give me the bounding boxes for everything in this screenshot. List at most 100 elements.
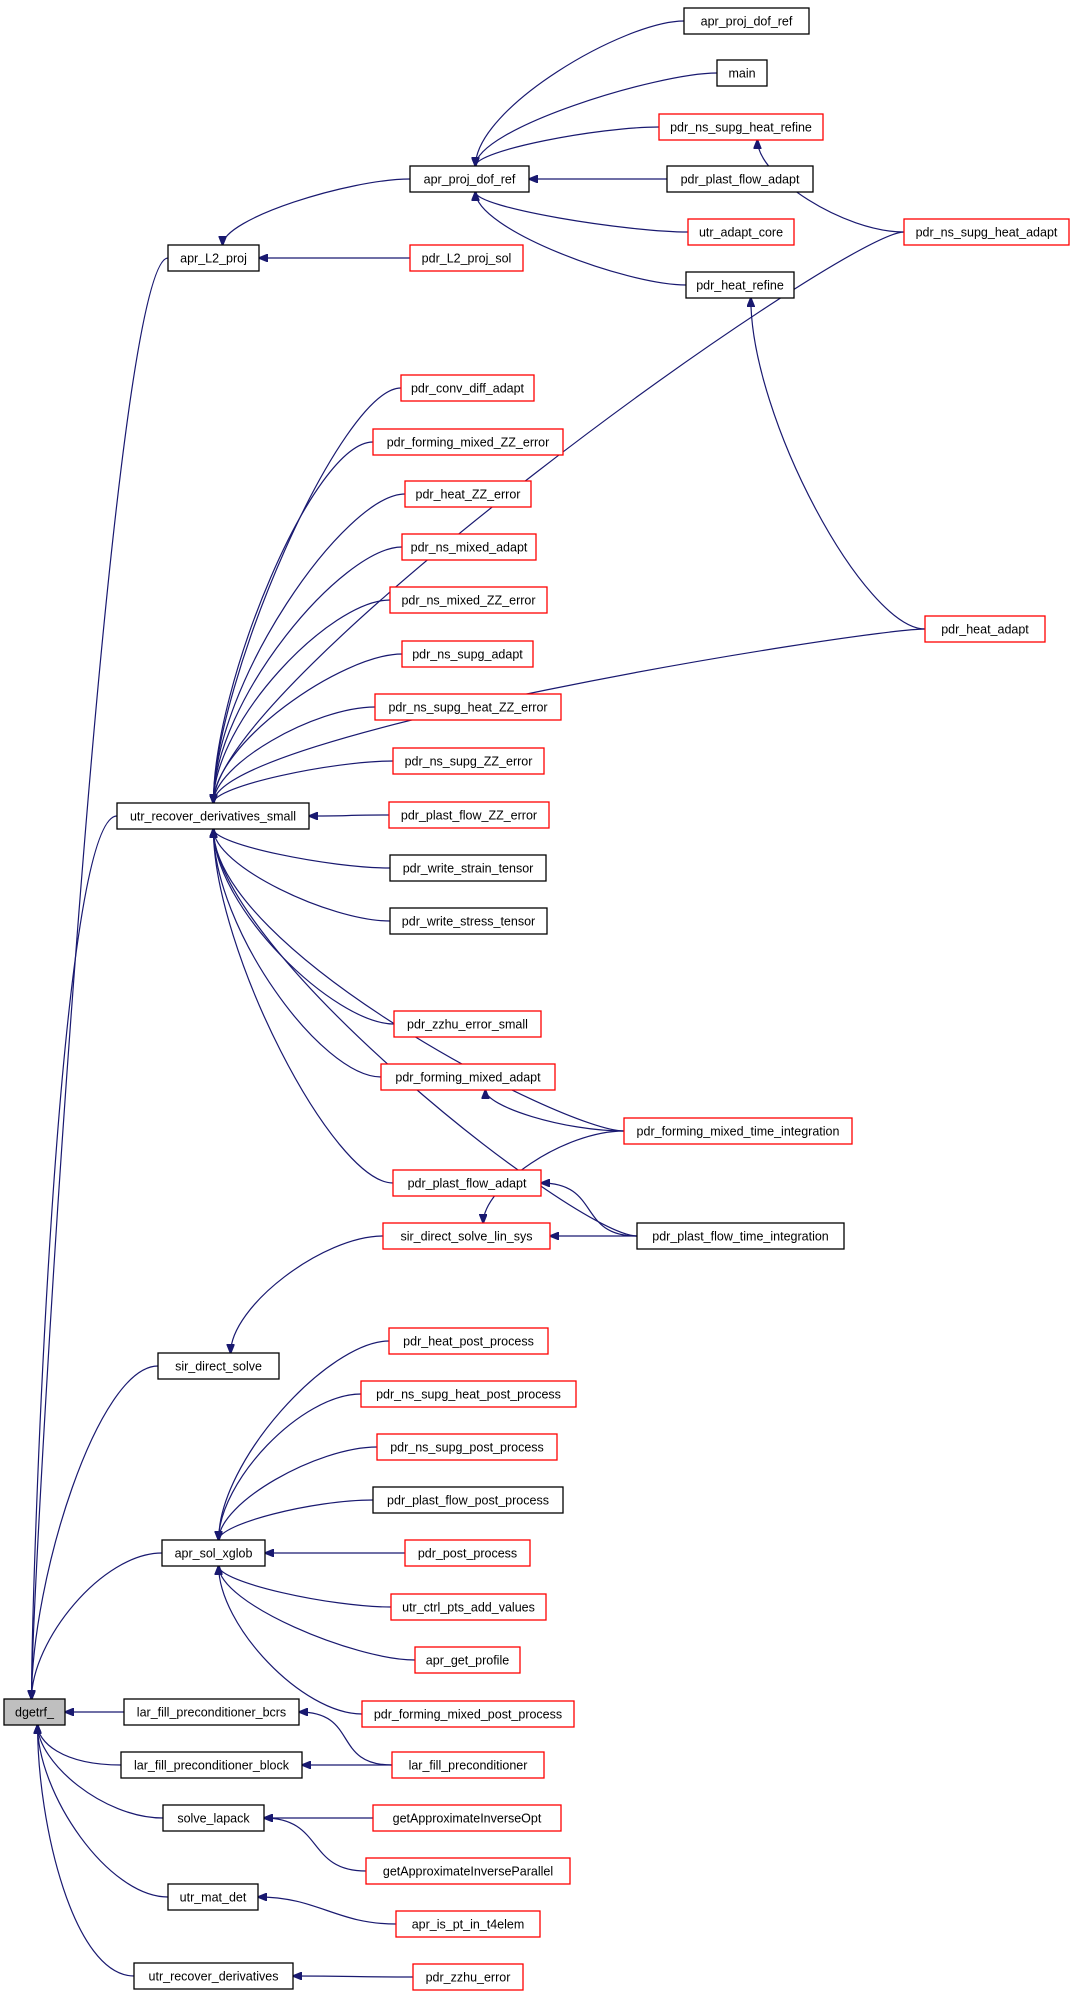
node-getapproximateinverseparallel[interactable]: getApproximateInverseParallel <box>365 1857 571 1885</box>
node-box[interactable] <box>361 1700 575 1728</box>
node-solve-lapack[interactable]: solve_lapack <box>162 1804 265 1832</box>
node-main[interactable]: main <box>716 59 768 87</box>
node-box[interactable] <box>389 854 547 882</box>
node-box[interactable] <box>123 1698 300 1726</box>
node-pdr-heat-post-process[interactable]: pdr_heat_post_process <box>388 1327 549 1355</box>
node-box[interactable] <box>716 59 768 87</box>
node-box[interactable] <box>685 271 795 299</box>
node-pdr-forming-mixed-time-integration[interactable]: pdr_forming_mixed_time_integration <box>623 1117 853 1145</box>
node-box[interactable] <box>389 907 548 935</box>
node-pdr-ns-mixed-adapt[interactable]: pdr_ns_mixed_adapt <box>401 533 537 561</box>
node-box[interactable] <box>360 1380 577 1408</box>
node-box[interactable] <box>683 7 810 35</box>
node-apr-proj-dof-ref-mid[interactable]: apr_proj_dof_ref <box>409 165 530 193</box>
node-pdr-plast-flow-post-process[interactable]: pdr_plast_flow_post_process <box>372 1486 564 1514</box>
node-box[interactable] <box>382 1222 551 1250</box>
node-utr-adapt-core[interactable]: utr_adapt_core <box>687 218 795 246</box>
node-pdr-ns-supg-heat-refine[interactable]: pdr_ns_supg_heat_refine <box>658 113 824 141</box>
node-box[interactable] <box>365 1857 571 1885</box>
node-lar-fill-preconditioner-block[interactable]: lar_fill_preconditioner_block <box>120 1751 303 1779</box>
node-box[interactable] <box>401 533 537 561</box>
node-pdr-heat-zz-error[interactable]: pdr_heat_ZZ_error <box>404 480 532 508</box>
node-box[interactable] <box>412 1963 524 1991</box>
node-pdr-write-strain-tensor[interactable]: pdr_write_strain_tensor <box>389 854 547 882</box>
node-pdr-ns-supg-heat-post-process[interactable]: pdr_ns_supg_heat_post_process <box>360 1380 577 1408</box>
node-box[interactable] <box>395 1910 541 1938</box>
node-box[interactable] <box>393 1010 542 1038</box>
node-box[interactable] <box>157 1352 280 1380</box>
node-box[interactable] <box>666 165 814 193</box>
node-pdr-ns-supg-heat-zz-error[interactable]: pdr_ns_supg_heat_ZZ_error <box>374 693 562 721</box>
node-box[interactable] <box>390 1593 547 1621</box>
node-box[interactable] <box>374 693 562 721</box>
node-box[interactable] <box>133 1962 294 1990</box>
node-sir-direct-solve[interactable]: sir_direct_solve <box>157 1352 280 1380</box>
node-box[interactable] <box>903 218 1070 246</box>
node-pdr-plast-flow-adapt-b[interactable]: pdr_plast_flow_adapt <box>666 165 814 193</box>
node-box[interactable] <box>392 747 545 775</box>
node-getapproximateinverseopt[interactable]: getApproximateInverseOpt <box>372 1804 562 1832</box>
node-box[interactable] <box>401 640 534 668</box>
node-pdr-conv-diff-adapt[interactable]: pdr_conv_diff_adapt <box>400 374 535 402</box>
node-box[interactable] <box>404 480 532 508</box>
node-box[interactable] <box>116 802 310 830</box>
node-box[interactable] <box>924 615 1046 643</box>
node-pdr-ns-supg-adapt[interactable]: pdr_ns_supg_adapt <box>401 640 534 668</box>
node-pdr-plast-flow-time-integration[interactable]: pdr_plast_flow_time_integration <box>636 1222 845 1250</box>
node-apr-sol-xglob[interactable]: apr_sol_xglob <box>161 1539 266 1567</box>
node-apr-proj-dof-ref-top[interactable]: apr_proj_dof_ref <box>683 7 810 35</box>
node-box[interactable] <box>380 1063 556 1091</box>
node-pdr-ns-mixed-zz-error[interactable]: pdr_ns_mixed_ZZ_error <box>389 586 548 614</box>
node-lar-fill-preconditioner[interactable]: lar_fill_preconditioner <box>391 1751 545 1779</box>
node-box[interactable] <box>392 1169 542 1197</box>
node-utr-ctrl-pts-add-values[interactable]: utr_ctrl_pts_add_values <box>390 1593 547 1621</box>
node-utr-recover-derivatives-small[interactable]: utr_recover_derivatives_small <box>116 802 310 830</box>
node-pdr-forming-mixed-zz-error[interactable]: pdr_forming_mixed_ZZ_error <box>372 428 564 456</box>
node-pdr-plast-flow-zz-error[interactable]: pdr_plast_flow_ZZ_error <box>388 801 550 829</box>
node-pdr-ns-supg-post-process[interactable]: pdr_ns_supg_post_process <box>376 1433 558 1461</box>
node-pdr-l2-proj-sol[interactable]: pdr_L2_proj_sol <box>409 244 524 272</box>
node-pdr-ns-supg-zz-error[interactable]: pdr_ns_supg_ZZ_error <box>392 747 545 775</box>
node-box[interactable] <box>388 801 550 829</box>
node-box[interactable] <box>400 374 535 402</box>
node-box[interactable] <box>372 1486 564 1514</box>
node-pdr-post-process[interactable]: pdr_post_process <box>404 1539 531 1567</box>
node-pdr-write-stress-tensor[interactable]: pdr_write_stress_tensor <box>389 907 548 935</box>
node-box[interactable] <box>161 1539 266 1567</box>
node-pdr-zzhu-error[interactable]: pdr_zzhu_error <box>412 1963 524 1991</box>
node-box[interactable] <box>389 586 548 614</box>
node-pdr-forming-mixed-post-process[interactable]: pdr_forming_mixed_post_process <box>361 1700 575 1728</box>
node-box[interactable] <box>120 1751 303 1779</box>
node-pdr-ns-supg-heat-adapt[interactable]: pdr_ns_supg_heat_adapt <box>903 218 1070 246</box>
node-sir-direct-solve-lin-sys[interactable]: sir_direct_solve_lin_sys <box>382 1222 551 1250</box>
node-box[interactable] <box>623 1117 853 1145</box>
node-box[interactable] <box>636 1222 845 1250</box>
node-pdr-zzhu-error-small[interactable]: pdr_zzhu_error_small <box>393 1010 542 1038</box>
node-pdr-forming-mixed-adapt[interactable]: pdr_forming_mixed_adapt <box>380 1063 556 1091</box>
node-utr-recover-derivatives[interactable]: utr_recover_derivatives <box>133 1962 294 1990</box>
node-dgetrf[interactable]: dgetrf_ <box>3 1698 66 1726</box>
node-box[interactable] <box>409 244 524 272</box>
node-box[interactable] <box>3 1698 66 1726</box>
node-apr-l2-proj[interactable]: apr_L2_proj <box>167 244 260 272</box>
node-pdr-heat-refine[interactable]: pdr_heat_refine <box>685 271 795 299</box>
node-box[interactable] <box>658 113 824 141</box>
node-box[interactable] <box>376 1433 558 1461</box>
node-pdr-heat-adapt[interactable]: pdr_heat_adapt <box>924 615 1046 643</box>
node-apr-get-profile[interactable]: apr_get_profile <box>414 1646 521 1674</box>
node-box[interactable] <box>391 1751 545 1779</box>
node-box[interactable] <box>162 1804 265 1832</box>
node-box[interactable] <box>167 244 260 272</box>
node-lar-fill-preconditioner-bcrs[interactable]: lar_fill_preconditioner_bcrs <box>123 1698 300 1726</box>
node-utr-mat-det[interactable]: utr_mat_det <box>167 1883 259 1911</box>
node-box[interactable] <box>372 428 564 456</box>
node-apr-is-pt-in-t4elem[interactable]: apr_is_pt_in_t4elem <box>395 1910 541 1938</box>
node-box[interactable] <box>167 1883 259 1911</box>
node-box[interactable] <box>687 218 795 246</box>
node-box[interactable] <box>414 1646 521 1674</box>
node-box[interactable] <box>372 1804 562 1832</box>
node-box[interactable] <box>409 165 530 193</box>
node-pdr-plast-flow-adapt-r[interactable]: pdr_plast_flow_adapt <box>392 1169 542 1197</box>
node-box[interactable] <box>404 1539 531 1567</box>
node-box[interactable] <box>388 1327 549 1355</box>
